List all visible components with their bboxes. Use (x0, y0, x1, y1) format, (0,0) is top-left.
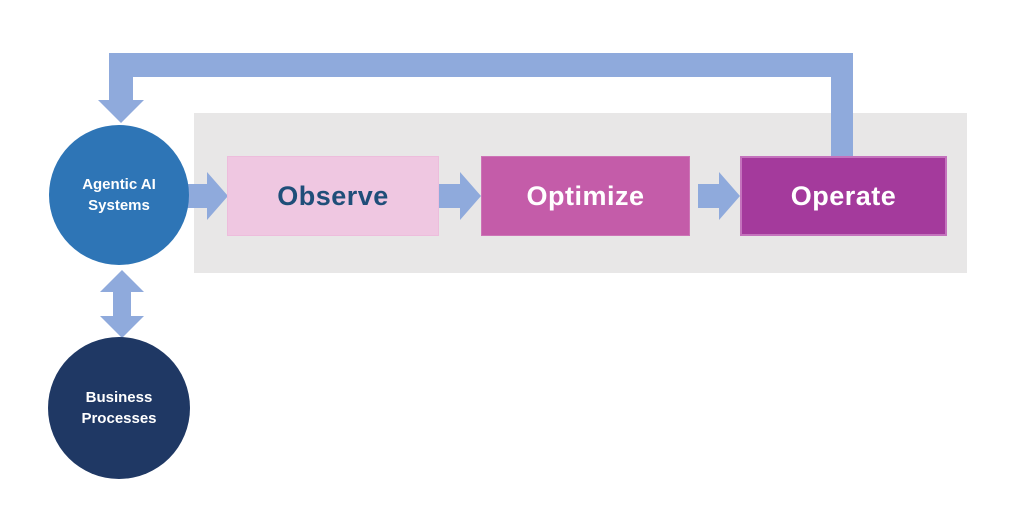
agentic-ai-node: Agentic AI Systems (49, 125, 189, 265)
business-processes-label-line1: Business (85, 389, 153, 406)
stage-operate-label: Operate (790, 180, 897, 211)
flow-arrow-observe-optimize (439, 172, 481, 220)
stage-observe-label: Observe (277, 180, 389, 211)
agentic-ai-label-line2: Systems (88, 197, 150, 214)
business-processes-node: Business Processes (48, 337, 190, 479)
feedback-loop-arrow (98, 53, 853, 157)
agentic-ai-label-line1: Agentic AI (82, 176, 156, 193)
flow-arrow-agentic-observe (186, 172, 228, 220)
business-processes-label-line2: Processes (81, 410, 157, 427)
stage-observe: Observe (227, 156, 439, 236)
stage-optimize-label: Optimize (526, 180, 645, 211)
bidirectional-arrow (100, 270, 144, 338)
stage-optimize: Optimize (481, 156, 690, 236)
flow-arrow-optimize-operate (698, 172, 740, 220)
stage-operate: Operate (740, 156, 947, 236)
